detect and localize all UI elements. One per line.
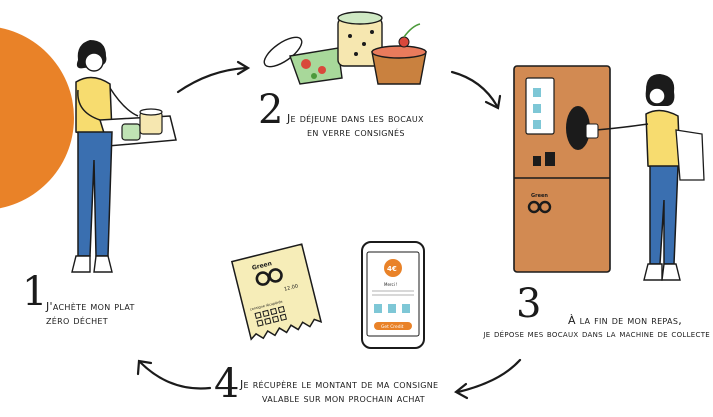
arrow-4-to-1	[138, 360, 212, 390]
step-4-caption: Je récupère le montant de ma consigne va…	[240, 378, 480, 406]
step-1-number: 1	[22, 269, 48, 315]
receipt-brand-label: Green	[251, 260, 272, 272]
collection-machine-illustration: Green	[513, 65, 611, 273]
receipt-amount-label: 12.00	[283, 283, 298, 292]
step-2-number: 2	[258, 87, 284, 133]
phone-illustration: 4€ Merci ! Get Credit	[361, 241, 425, 349]
step-2-caption-line2: en verre consignés	[307, 126, 405, 139]
step-1-caption: J'achète mon plat zéro déchet	[46, 300, 186, 328]
arrow-1-to-2	[176, 66, 248, 94]
step-4-caption-line2: valable sur mon prochain achat	[262, 392, 425, 405]
step-3-number: 3	[516, 281, 542, 327]
arrow-2-to-3	[450, 70, 499, 108]
step-3-caption: À la fin de mon repas, je dépose mes boc…	[468, 314, 710, 342]
step-1-caption-line2: zéro déchet	[46, 314, 108, 327]
step-4-caption-line1: Je récupère le montant de ma consigne	[240, 378, 439, 391]
machine-brand-label: Green	[531, 193, 548, 199]
arrow-3-to-4	[456, 358, 522, 394]
step-3-caption-line1: À la fin de mon repas,	[567, 314, 682, 327]
step-4-number: 4	[214, 361, 240, 407]
person-at-machine-illustration	[585, 74, 705, 281]
phone-message-label: Merci !	[384, 282, 398, 287]
step-1-caption-line1: J'achète mon plat	[46, 300, 135, 313]
step-3-caption-line2: je dépose mes bocaux dans la machine de …	[483, 329, 710, 340]
glass-jars-illustration	[263, 11, 427, 85]
phone-amount-label: 4€	[387, 265, 397, 273]
cycle-arrows	[136, 60, 522, 400]
step-2-caption: Je déjeune dans les bocaux en verre cons…	[287, 112, 467, 140]
receipt-consigne-label: consigne récupérée	[250, 300, 283, 312]
phone-button-label: Get Credit	[381, 324, 404, 330]
orange-circle-decoration	[0, 27, 74, 209]
step-2-caption-line1: Je déjeune dans les bocaux	[287, 112, 424, 125]
receipt-illustration: Green 12.00 consigne récupérée	[230, 243, 323, 341]
person-with-tray-illustration	[71, 40, 177, 273]
